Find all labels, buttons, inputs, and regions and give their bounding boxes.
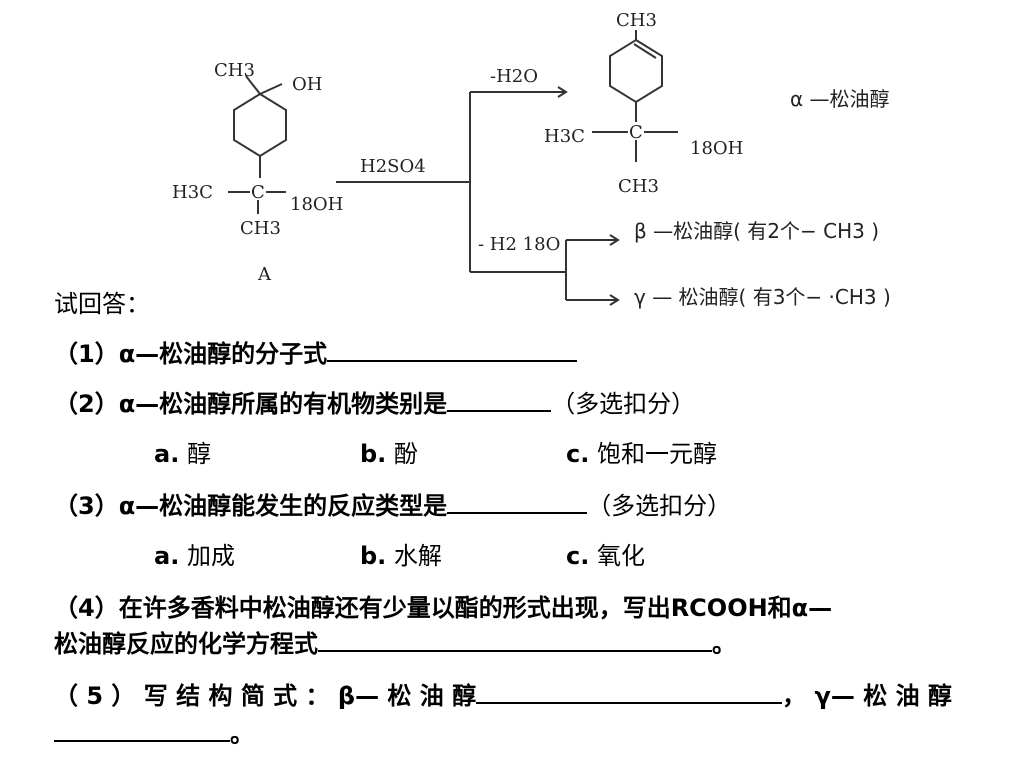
question-2-note: （多选扣分）	[551, 390, 696, 418]
q2-option-b: b. 酚	[360, 440, 418, 468]
compound-a-18oh: 18OH	[290, 194, 343, 215]
answer-blank-3[interactable]	[447, 490, 588, 514]
question-5-gamma-text: ， γ— 松 油 醇	[782, 682, 952, 710]
question-3-text: （3）α—松油醇能发生的反应类型是	[54, 492, 448, 520]
answer-blank-5-gamma[interactable]	[54, 718, 230, 742]
answer-blank-4[interactable]	[318, 628, 712, 652]
question-2: （2）α—松油醇所属的有机物类别是 （多选扣分）	[54, 384, 695, 419]
question-5-line-1: （ 5 ） 写 结 构 简 式 ： β— 松 油 醇 ， γ— 松 油 醇	[54, 676, 952, 711]
question-5-end: 。	[230, 720, 254, 748]
alpha-c: C	[629, 122, 643, 143]
alpha-h3c: H3C	[544, 126, 585, 147]
questions-intro: 试回答：	[54, 290, 150, 318]
question-5-text: （ 5 ） 写 结 构 简 式 ： β— 松 油 醇	[54, 682, 477, 710]
question-2-text: （2）α—松油醇所属的有机物类别是	[54, 390, 448, 418]
q2-option-c: c. 饱和一元醇	[566, 440, 717, 468]
reagent-h2so4: H2SO4	[360, 156, 426, 177]
q3-option-a: a. 加成	[154, 542, 235, 570]
q3-option-c: c. 氧化	[566, 542, 645, 570]
lower-branch-condition: - H2 18O	[478, 234, 560, 255]
alpha-ch3-top: CH3	[616, 10, 657, 31]
answer-blank-2[interactable]	[447, 388, 552, 412]
compound-a-h3c: H3C	[172, 182, 213, 203]
question-4-text: 松油醇反应的化学方程式	[54, 630, 318, 658]
question-4-end: 。	[712, 630, 736, 658]
alpha-terpineol-structure	[592, 30, 678, 162]
alpha-18oh: 18OH	[690, 138, 743, 159]
compound-a-oh-top: OH	[292, 74, 322, 95]
q3-option-b: b. 水解	[360, 542, 442, 570]
question-5-line-2: 。	[54, 714, 254, 749]
compound-a-ch3-bottom: CH3	[240, 218, 281, 239]
alpha-ch3-bottom: CH3	[618, 176, 659, 197]
question-4-line-1: （4）在许多香料中松油醇还有少量以酯的形式出现，写出RCOOH和α—	[54, 594, 833, 622]
question-1-text: （1）α—松油醇的分子式	[54, 340, 328, 368]
q2-option-a: a. 醇	[154, 440, 211, 468]
reaction-arrows	[336, 86, 620, 306]
gamma-terpineol-label: γ — 松油醇( 有3个− ·CH3 )	[634, 285, 891, 309]
beta-terpineol-label: β —松油醇( 有2个− CH3 )	[634, 219, 879, 243]
question-1: （1）α—松油醇的分子式	[54, 334, 578, 369]
top-branch-condition: -H2O	[490, 66, 538, 87]
question-3-note: （多选扣分）	[587, 492, 732, 520]
question-3: （3）α—松油醇能发生的反应类型是 （多选扣分）	[54, 486, 731, 521]
alpha-name: α —松油醇	[790, 87, 890, 111]
reaction-scheme: CH3 OH H3C C 18OH CH3 A H2SO4 -H2O - H2 …	[172, 10, 891, 309]
compound-a-c: C	[251, 182, 265, 203]
answer-blank-5-beta[interactable]	[476, 680, 783, 704]
compound-a	[228, 75, 287, 214]
answer-blank-1[interactable]	[327, 338, 578, 362]
compound-a-ch3-top: CH3	[214, 60, 255, 81]
question-4-line-2: 松油醇反应的化学方程式 。	[54, 624, 736, 659]
compound-a-label: A	[257, 264, 272, 285]
